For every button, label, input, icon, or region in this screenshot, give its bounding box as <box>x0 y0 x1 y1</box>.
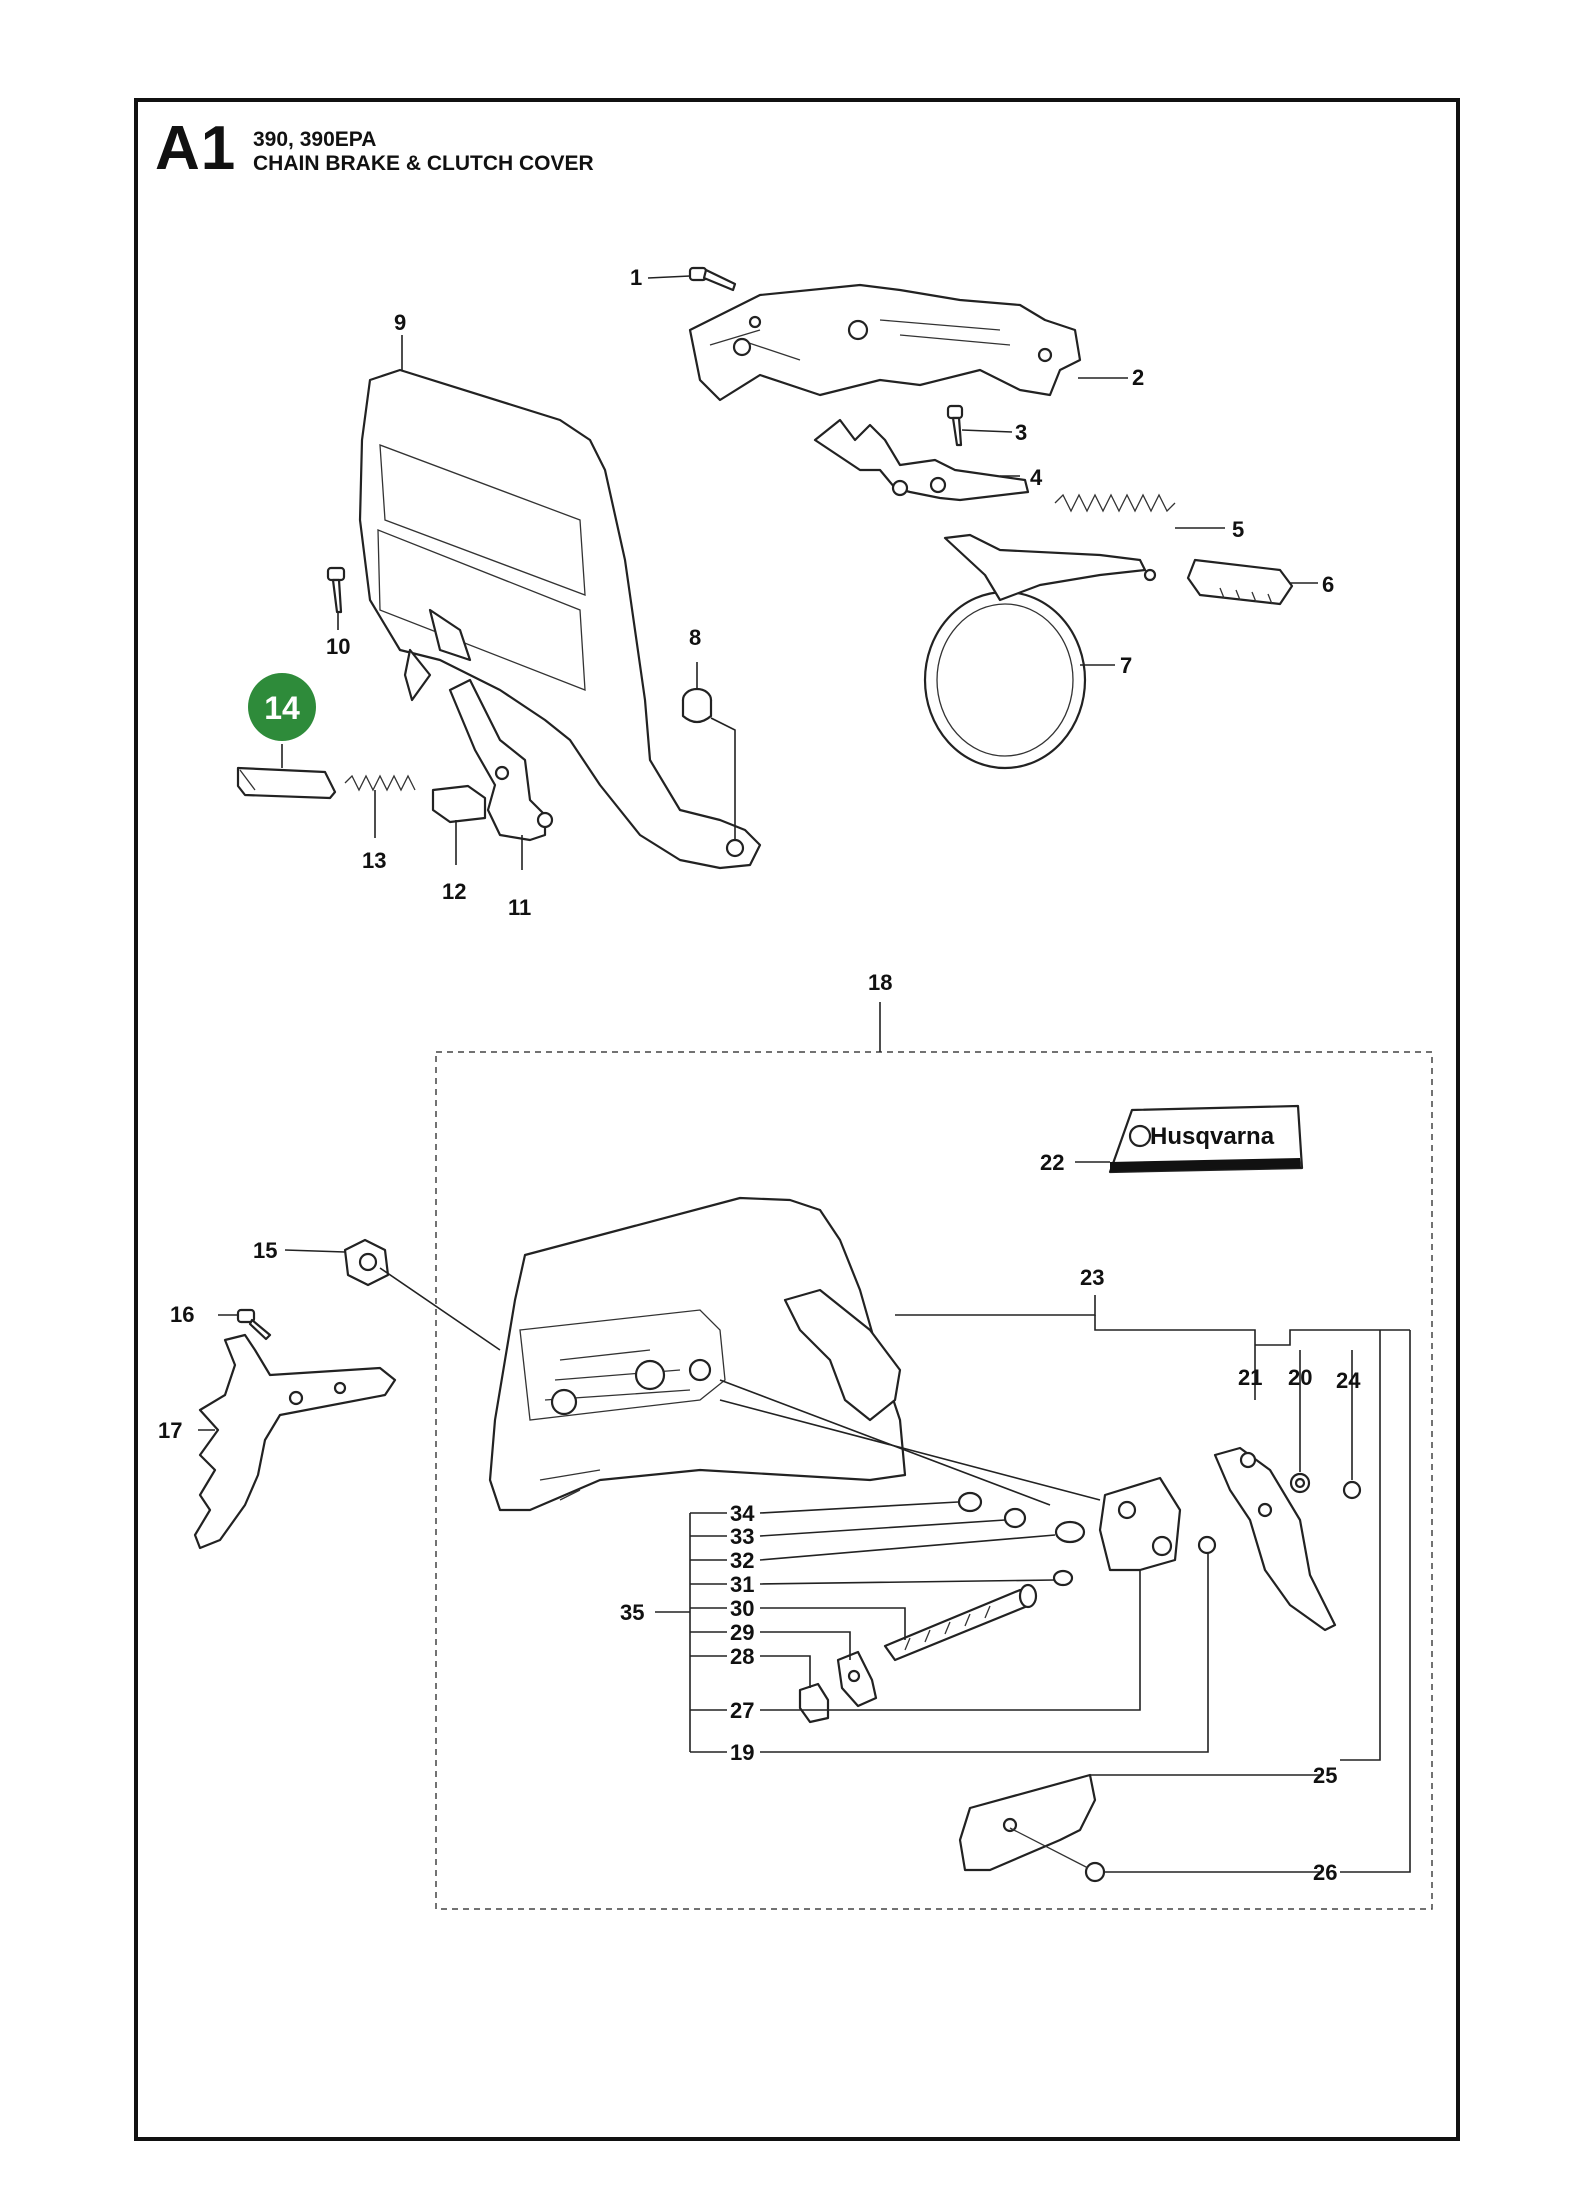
callout-17: 17 <box>158 1418 182 1443</box>
part-16-screw[interactable] <box>236 1308 272 1341</box>
part-1-screw[interactable] <box>688 266 737 292</box>
callout-31: 31 <box>730 1572 754 1597</box>
leader-23-branch <box>1094 1315 1256 1345</box>
callout-32: 32 <box>730 1548 754 1573</box>
part-22-brand-decal[interactable]: Husqvarna <box>1108 1104 1304 1174</box>
part-10-screw[interactable] <box>326 566 346 614</box>
callout-11: 11 <box>508 895 531 920</box>
section-code: A1 <box>155 114 237 183</box>
part-35-screw[interactable] <box>1197 1535 1217 1555</box>
leader-lines-upper <box>281 275 1318 870</box>
part-30-adjuster-screw[interactable] <box>883 1583 1038 1662</box>
page-frame <box>134 98 1460 2141</box>
part-25-bumper-plate[interactable] <box>958 1773 1097 1872</box>
highlight-badge-14[interactable]: 14 <box>248 673 316 741</box>
callout-34: 34 <box>730 1501 755 1526</box>
brand-logo-icon <box>1128 1124 1152 1148</box>
part-34-oring[interactable] <box>957 1491 983 1513</box>
part-2-brake-bracket[interactable] <box>688 283 1082 402</box>
part-19-tensioner-plate[interactable] <box>1098 1476 1182 1572</box>
leader-23 <box>895 1295 1096 1316</box>
callout-4: 4 <box>1030 465 1043 490</box>
part-15-nut[interactable] <box>343 1238 390 1287</box>
highlight-number: 14 <box>264 690 300 726</box>
part-17-spike-bumper[interactable] <box>193 1333 397 1550</box>
leader-25-26-tree <box>1255 1329 1411 1873</box>
callout-19: 19 <box>730 1740 754 1765</box>
part-8-bushing[interactable] <box>681 687 713 724</box>
callout-21: 21 <box>1238 1365 1262 1390</box>
callout-35: 35 <box>620 1600 644 1625</box>
callout-6: 6 <box>1322 572 1334 597</box>
part-21-plate[interactable] <box>1213 1446 1337 1632</box>
leader-15 <box>284 1249 346 1253</box>
model-list: 390, 390EPA <box>253 128 377 151</box>
callout-28: 28 <box>730 1644 754 1669</box>
callout-10: 10 <box>326 634 350 659</box>
part-7-brake-band[interactable] <box>923 533 1157 770</box>
callout-7: 7 <box>1120 653 1132 678</box>
callout-22: 22 <box>1040 1150 1064 1175</box>
callout-33: 33 <box>730 1524 754 1549</box>
callout-29: 29 <box>730 1620 754 1645</box>
part-4-brake-lever[interactable] <box>813 418 1030 502</box>
callout-5: 5 <box>1232 517 1244 542</box>
callout-3: 3 <box>1015 420 1027 445</box>
leader-20-21-24 <box>1254 1345 1353 1480</box>
part-6-clip[interactable] <box>1186 558 1294 606</box>
callout-12: 12 <box>442 879 466 904</box>
callout-27: 27 <box>730 1698 754 1723</box>
callout-20: 20 <box>1288 1365 1312 1390</box>
part-24-screw[interactable] <box>1342 1480 1362 1500</box>
part-33-washer[interactable] <box>1003 1507 1027 1529</box>
decal-brand-text: Husqvarna <box>1150 1123 1275 1150</box>
callout-23: 23 <box>1080 1265 1104 1290</box>
part-20-washer[interactable] <box>1289 1472 1311 1494</box>
callout-18: 18 <box>868 970 892 995</box>
kit-18-boundary <box>435 1051 1433 1910</box>
callout-13: 13 <box>362 848 386 873</box>
part-32-gear[interactable] <box>1054 1520 1086 1544</box>
part-3-screw[interactable] <box>946 404 964 447</box>
part-28-block[interactable] <box>798 1682 830 1724</box>
callout-9: 9 <box>394 310 406 335</box>
part-11-latch[interactable] <box>448 678 554 842</box>
part-29-nut[interactable] <box>836 1650 878 1708</box>
part-5-spring[interactable] <box>1054 493 1176 513</box>
leader-tree-35 <box>655 1379 1209 1753</box>
part-14-bracket[interactable] <box>236 766 337 800</box>
callout-8: 8 <box>689 625 701 650</box>
callout-24: 24 <box>1336 1368 1361 1393</box>
part-13-spring[interactable] <box>344 774 416 792</box>
clutch-cover-body[interactable] <box>488 1196 907 1512</box>
callout-30: 30 <box>730 1596 754 1621</box>
page-title: CHAIN BRAKE & CLUTCH COVER <box>253 152 594 175</box>
callout-16: 16 <box>170 1302 194 1327</box>
callout-15: 15 <box>253 1238 277 1263</box>
callout-1: 1 <box>630 265 642 290</box>
part-9-hand-guard[interactable] <box>358 368 762 870</box>
callout-25: 25 <box>1313 1763 1337 1788</box>
part-12-block[interactable] <box>431 784 487 824</box>
part-31-ring[interactable] <box>1052 1569 1074 1587</box>
leader-15-to-cover <box>379 1267 501 1351</box>
callout-26: 26 <box>1313 1860 1337 1885</box>
callout-2: 2 <box>1132 365 1144 390</box>
